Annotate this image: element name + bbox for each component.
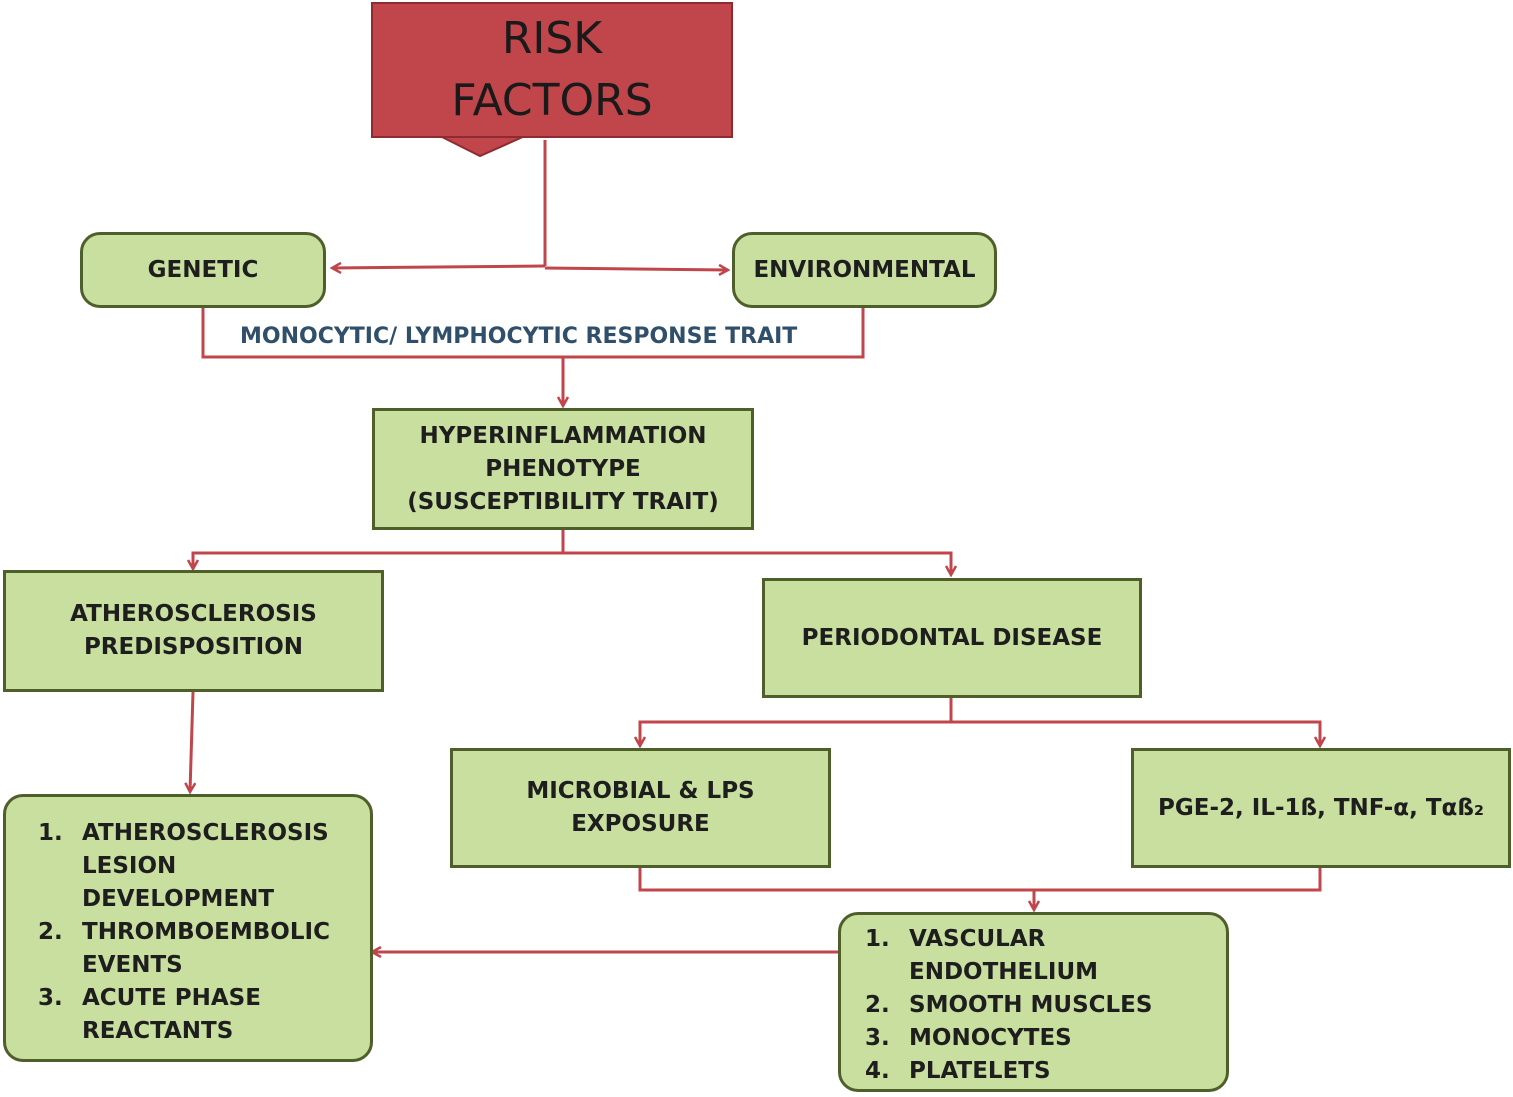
list-item: 2. THROMBOEMBOLIC EVENTS	[38, 916, 330, 982]
genetic-label: GENETIC	[147, 256, 259, 283]
risk-factors-line: RISK	[501, 13, 603, 64]
list-item-text: EVENTS	[82, 952, 183, 978]
hyperinflammation-line: (SUSCEPTIBILITY TRAIT)	[407, 488, 719, 515]
list-item-text: ATHEROSCLEROSIS	[82, 820, 329, 846]
periodontal-disease-box: PERIODONTAL DISEASE	[762, 578, 1142, 698]
list-item-text: PLATELETS	[909, 1058, 1051, 1084]
atherosclerosis-predisposition-line: ATHEROSCLEROSIS	[70, 601, 317, 627]
list-item-number: 1.	[38, 820, 63, 846]
genetic-box: GENETIC	[80, 232, 326, 308]
list-item: 2. SMOOTH MUSCLES	[865, 989, 1152, 1022]
hyperinflammation-box: HYPERINFLAMMATION PHENOTYPE (SUSCEPTIBIL…	[372, 408, 754, 530]
environmental-label: ENVIRONMENTAL	[753, 256, 976, 283]
list-item-number: 2.	[38, 919, 63, 945]
list-item-text: SMOOTH MUSCLES	[909, 992, 1153, 1018]
list-item: 3. ACUTE PHASE REACTANTS	[38, 982, 330, 1048]
risk-factors-box: RISK FACTORS	[371, 2, 733, 138]
list-item-text: LESION	[82, 853, 177, 879]
list-item-text: REACTANTS	[82, 1018, 234, 1044]
list-item-text: THROMBOEMBOLIC	[82, 919, 330, 945]
mediators-box: PGE-2, IL-1ß, TNF-α, Tαß₂	[1131, 748, 1511, 868]
list-item-text: DEVELOPMENT	[82, 886, 275, 912]
list-item-number: 2.	[865, 992, 890, 1018]
connector-trait-bracket	[201, 308, 865, 359]
microbial-lps-box: MICROBIAL & LPS EXPOSURE	[450, 748, 831, 868]
arrow-to-mediators	[951, 720, 1320, 746]
list-item: 1. ATHEROSCLEROSIS LESION DEVELOPMENT	[38, 817, 330, 916]
arrow-to-atherosclerosis-predisposition	[193, 551, 563, 569]
periodontal-disease-label: PERIODONTAL DISEASE	[801, 624, 1103, 651]
outcomes-box: 1. ATHEROSCLEROSIS LESION DEVELOPMENT 2.…	[3, 794, 373, 1062]
monocytic-lymphocytic-trait-label: MONOCYTIC/ LYMPHOCYTIC RESPONSE TRAIT	[240, 324, 798, 349]
hyperinflammation-line: HYPERINFLAMMATION	[419, 422, 707, 449]
microbial-lps-line: MICROBIAL & LPS	[526, 778, 755, 804]
list-item-number: 4.	[865, 1058, 890, 1084]
arrow-to-genetic	[332, 266, 546, 268]
list-item-text: ACUTE PHASE	[82, 985, 261, 1011]
list-item-text: ENDOTHELIUM	[909, 959, 1099, 985]
arrow-to-environmental	[544, 268, 728, 270]
arrow-to-periodontal-disease	[563, 551, 951, 575]
microbial-lps-line: EXPOSURE	[571, 811, 710, 837]
hyperinflammation-line: PHENOTYPE	[485, 455, 641, 482]
arrow-to-outcomes	[190, 691, 193, 792]
outcomes-list: 1. ATHEROSCLEROSIS LESION DEVELOPMENT 2.…	[38, 817, 330, 1048]
list-item: 4. PLATELETS	[865, 1055, 1152, 1088]
list-item-text: MONOCYTES	[909, 1025, 1072, 1051]
mediators-label: PGE-2, IL-1ß, TNF-α, Tαß₂	[1158, 794, 1484, 821]
connector-merge-bracket	[638, 868, 1322, 892]
risk-factors-line: FACTORS	[451, 75, 653, 126]
environmental-box: ENVIRONMENTAL	[732, 232, 997, 308]
list-item: 1. VASCULAR ENDOTHELIUM	[865, 923, 1152, 989]
targets-list: 1. VASCULAR ENDOTHELIUM 2. SMOOTH MUSCLE…	[865, 923, 1152, 1088]
list-item-text: VASCULAR	[909, 926, 1046, 952]
list-item-number: 1.	[865, 926, 890, 952]
arrow-to-microbial	[640, 720, 951, 746]
atherosclerosis-predisposition-box: ATHEROSCLEROSIS PREDISPOSITION	[3, 570, 384, 692]
list-item: 3. MONOCYTES	[865, 1022, 1152, 1055]
targets-box: 1. VASCULAR ENDOTHELIUM 2. SMOOTH MUSCLE…	[838, 912, 1229, 1092]
list-item-number: 3.	[865, 1025, 890, 1051]
list-item-number: 3.	[38, 985, 63, 1011]
atherosclerosis-predisposition-line: PREDISPOSITION	[83, 634, 304, 660]
